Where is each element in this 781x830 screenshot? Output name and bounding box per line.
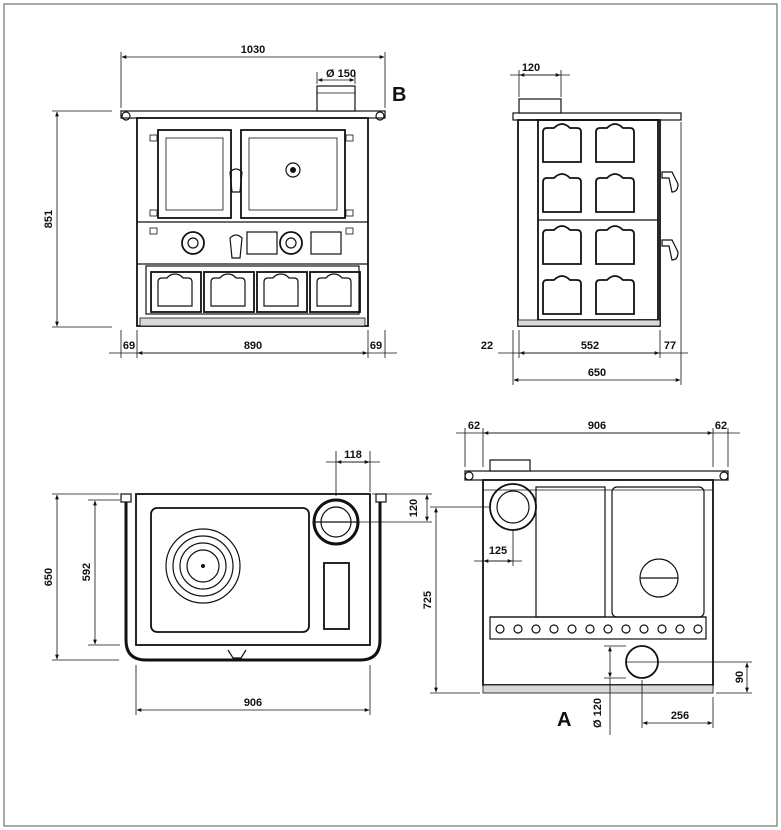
side-flue-offset: 120 [522, 62, 540, 74]
rear-body [482, 479, 714, 686]
top-rail [124, 500, 382, 662]
rear-inlet-offset: 256 [671, 710, 689, 722]
hotplate-rings-icon [165, 528, 241, 604]
top-view: 118 120 650 592 906 [43, 449, 432, 715]
side-flue-pipe [518, 98, 562, 114]
side-overall-depth: 650 [588, 367, 606, 379]
rear-flue-pipe [489, 459, 531, 472]
front-left-offset: 69 [123, 340, 135, 352]
front-top-plate [120, 110, 386, 119]
rear-vent-holes [495, 624, 703, 634]
front-flue-pipe [316, 85, 356, 112]
sheet-frame [3, 3, 778, 827]
hinge-icons [149, 134, 354, 235]
front-height: 851 [43, 210, 55, 228]
front-body-width: 890 [244, 340, 262, 352]
top-fuel-lid [323, 562, 350, 630]
side-top-plate [512, 112, 682, 121]
rear-inlet-height: 90 [734, 671, 746, 683]
rear-flue-offset: 125 [489, 545, 507, 557]
front-overall-width: 1030 [241, 44, 265, 56]
side-body [517, 119, 661, 327]
front-firebox-door [157, 129, 232, 219]
air-control-dial-icon [181, 231, 205, 255]
rear-right-rail: 62 [715, 420, 727, 432]
view-b-label: B [392, 84, 406, 106]
front-drawers [150, 271, 361, 313]
oven-thermometer-icon [285, 162, 301, 178]
side-body-depth: 552 [581, 340, 599, 352]
front-view: 1030 Ø 150 851 69 890 69 B [43, 44, 406, 358]
front-right-offset: 69 [370, 340, 382, 352]
door-handle-icon [229, 234, 243, 259]
view-a-label: A [557, 709, 571, 731]
top-flue-depth: 120 [408, 499, 420, 517]
rear-top-plate [464, 470, 729, 481]
side-rear-offset: 22 [481, 340, 493, 352]
rear-width: 906 [588, 420, 606, 432]
side-front-offset: 77 [664, 340, 676, 352]
side-handle-icon [661, 171, 679, 193]
front-oven-door [240, 129, 346, 219]
side-handle-icon [661, 239, 679, 261]
front-flue-diameter: Ø 150 [326, 68, 356, 80]
air-control-dial-icon [279, 231, 303, 255]
top-overall-depth: 650 [43, 568, 55, 586]
side-view: 120 22 552 77 650 [481, 62, 688, 385]
rear-inlet-diameter: Ø 120 [592, 698, 604, 728]
top-hob-plate [135, 493, 371, 646]
top-inner-depth: 592 [81, 563, 93, 581]
rear-damper-icon [639, 558, 679, 579]
rear-left-rail: 62 [468, 420, 480, 432]
side-tile-panels [542, 123, 635, 315]
top-width: 906 [244, 697, 262, 709]
rear-view: 62 906 62 125 725 Ø 120 90 256 A [422, 420, 752, 735]
door-handle-icon [229, 168, 243, 193]
rear-flue-height: 725 [422, 591, 434, 609]
top-flue-offset: 118 [344, 449, 362, 461]
